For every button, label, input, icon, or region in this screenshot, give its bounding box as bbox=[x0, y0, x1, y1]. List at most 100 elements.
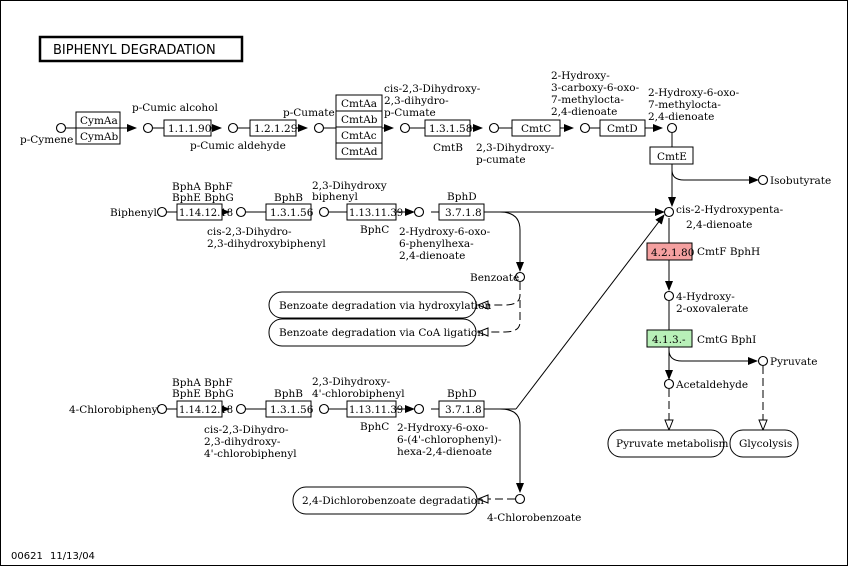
enzyme-label-4-1-3: 4.1.3.- bbox=[652, 334, 686, 346]
map-link-pyruvate-metabolism[interactable] bbox=[607, 429, 725, 458]
map-link-glycolysis[interactable] bbox=[729, 429, 799, 458]
enzyme-box-cl-1-3-1-56[interactable] bbox=[265, 400, 312, 418]
enzyme-label-cymab: CymAb bbox=[80, 131, 119, 143]
title-box bbox=[38, 35, 244, 63]
enzyme-label-cmtab: CmtAb bbox=[341, 114, 378, 126]
enzyme-label-bphc: BphC bbox=[360, 224, 389, 236]
compound-node-isobutyrate[interactable] bbox=[757, 174, 769, 186]
enzyme-box-cl-1-13-11-39[interactable] bbox=[346, 400, 397, 418]
enzyme-box-1-14-12-18[interactable] bbox=[176, 203, 223, 221]
compound-node-cl-hexa-dienoate[interactable] bbox=[413, 403, 425, 415]
compound-node-carboxy-methylocta[interactable] bbox=[579, 122, 591, 134]
compound-label-dihydro-biphenyl-line2: 2,3-dihydroxybiphenyl bbox=[207, 238, 326, 250]
enzyme-label-cmtf-bphh: CmtF BphH bbox=[697, 246, 760, 258]
enzyme-label-cmte: CmtE bbox=[657, 151, 687, 163]
enzyme-label-1-3-1-56: 1.3.1.56 bbox=[270, 207, 314, 219]
compound-node-phenylhexa-dienoate[interactable] bbox=[413, 206, 425, 218]
compound-label-carboxy-line1: 2-Hydroxy- bbox=[551, 70, 610, 82]
enzyme-box-cmtd[interactable] bbox=[599, 119, 646, 137]
enzyme-box-4-1-3[interactable] bbox=[646, 329, 693, 348]
enzyme-label-1-1-1-90: 1.1.1.90 bbox=[168, 123, 211, 135]
enzyme-box-1-13-11-39[interactable] bbox=[346, 203, 397, 221]
map-label-benzoate-hydroxylation: Benzoate degradation via hydroxylation bbox=[279, 300, 492, 312]
enzyme-label-cl-1-13-11-39: 1.13.11.39 bbox=[349, 405, 403, 416]
enzyme-label-cl-1-3-1-56: 1.3.1.56 bbox=[270, 404, 314, 416]
map-label-benzoate-coa: Benzoate degradation via CoA ligation bbox=[279, 327, 484, 339]
compound-label-cis-dihydrodiol-line2: 2,3-dihydro- bbox=[384, 95, 449, 107]
enzyme-label-bphd: BphD bbox=[447, 191, 477, 203]
lower-pathway bbox=[515, 214, 763, 430]
enzyme-label-bphb: BphB bbox=[274, 192, 303, 204]
compound-node-hydroxypenta-dienoate[interactable] bbox=[663, 206, 675, 218]
compound-node-dihydro-biphenyl[interactable] bbox=[235, 206, 247, 218]
compound-label-carboxy-line4: 2,4-dienoate bbox=[551, 106, 617, 118]
compound-node-acetaldehyde[interactable] bbox=[663, 378, 675, 390]
compound-label-acetaldehyde: Acetaldehyde bbox=[675, 379, 748, 391]
enzyme-box-1-3-1-58[interactable] bbox=[424, 119, 471, 137]
enzyme-box-3-7-1-8[interactable] bbox=[438, 203, 485, 221]
compound-label-methylocta-line2: 7-methylocta- bbox=[648, 99, 721, 111]
compound-node-benzoate[interactable] bbox=[514, 271, 526, 283]
compound-node-4-chlorobenzoate[interactable] bbox=[514, 493, 526, 505]
compound-label-cl-hexa-line1: 2-Hydroxy-6-oxo- bbox=[397, 422, 489, 434]
enzyme-box-cl-3-7-1-8[interactable] bbox=[438, 400, 485, 418]
enzyme-box-cmte[interactable] bbox=[649, 146, 694, 165]
map-label-glycolysis: Glycolysis bbox=[739, 438, 792, 450]
compound-node-p-cumic-alcohol[interactable] bbox=[142, 122, 154, 134]
enzyme-box-1-2-1-29[interactable] bbox=[249, 119, 297, 137]
compound-node-biphenyl[interactable] bbox=[156, 206, 168, 218]
compound-node-4-chlorobiphenyl[interactable] bbox=[156, 403, 168, 415]
compound-label-p-cumate: p-Cumate bbox=[283, 107, 335, 119]
compound-node-p-cumate[interactable] bbox=[313, 122, 325, 134]
compound-label-isobutyrate: Isobutyrate bbox=[770, 175, 831, 187]
compound-label-dihydroxybiphenyl-line2: biphenyl bbox=[312, 191, 358, 203]
enzyme-label-cmtac: CmtAc bbox=[341, 130, 377, 142]
compound-label-dihydroxy-p-cumate-line1: 2,3-Dihydroxy- bbox=[476, 142, 555, 154]
compound-node-pyruvate[interactable] bbox=[757, 355, 769, 367]
enzyme-genes-cl-bph-line2: BphE BphG bbox=[172, 388, 234, 400]
map-link-benzoate-hydroxylation[interactable] bbox=[268, 291, 477, 319]
compound-node-methylocta-dienoate[interactable] bbox=[666, 122, 678, 134]
compound-node-oxovalerate[interactable] bbox=[663, 290, 675, 302]
compound-label-phenylhexa-line3: 2,4-dienoate bbox=[399, 250, 465, 262]
enzyme-genes-cl-bph-line1: BphA BphF bbox=[172, 377, 233, 389]
compound-label-p-cymene: p-Cymene bbox=[20, 134, 73, 146]
enzyme-genes-bph-line1: BphA BphF bbox=[172, 181, 233, 193]
enzyme-label-1-2-1-29: 1.2.1.29 bbox=[254, 123, 297, 135]
enzyme-box-4-2-1-80[interactable] bbox=[646, 242, 693, 261]
compound-node-cis-dihydrodiol-p-cumate[interactable] bbox=[399, 122, 411, 134]
enzyme-box-cl-1-14-12-18[interactable] bbox=[176, 400, 223, 418]
compound-label-methylocta-line3: 2,4-dienoate bbox=[648, 111, 714, 123]
enzyme-label-1-14-12-18: 1.14.12.18 bbox=[179, 208, 233, 219]
enzyme-label-cl-bphc: BphC bbox=[360, 421, 389, 433]
compound-node-dihydroxy-p-cumate[interactable] bbox=[488, 122, 500, 134]
compound-label-4-chlorobiphenyl: 4-Chlorobiphenyl bbox=[69, 404, 162, 416]
compound-label-phenylhexa-line2: 6-phenylhexa- bbox=[399, 238, 474, 250]
map-label-dichlorobenzoate: 2,4-Dichlorobenzoate degradation bbox=[302, 495, 484, 507]
compound-label-cis-dihydrodiol-line3: p-Cumate bbox=[384, 107, 436, 119]
compound-node-cl-dihydroxybiphenyl[interactable] bbox=[318, 403, 330, 415]
compound-label-benzoate: Benzoate bbox=[470, 272, 519, 284]
enzyme-label-cmtc: CmtC bbox=[521, 123, 551, 135]
compound-node-p-cymene[interactable] bbox=[55, 122, 67, 134]
compound-label-dihydroxy-p-cumate-line2: p-cumate bbox=[476, 154, 526, 166]
enzyme-box-cmtad[interactable] bbox=[335, 142, 383, 160]
enzyme-box-cymab[interactable] bbox=[75, 127, 121, 145]
map-link-benzoate-coa[interactable] bbox=[268, 318, 477, 347]
compound-node-p-cumic-aldehyde[interactable] bbox=[227, 122, 239, 134]
compound-label-dihydro-biphenyl-line1: cis-2,3-Dihydro- bbox=[207, 226, 292, 238]
enzyme-genes-bph-line2: BphE BphG bbox=[172, 192, 234, 204]
compound-label-pyruvate: Pyruvate bbox=[770, 356, 817, 368]
compound-label-cl-hexa-line3: hexa-2,4-dienoate bbox=[397, 446, 492, 458]
compound-node-cl-dihydro[interactable] bbox=[235, 403, 247, 415]
compound-node-dihydroxybiphenyl[interactable] bbox=[318, 206, 330, 218]
compound-label-hydroxypenta-line1: cis-2-Hydroxypenta- bbox=[676, 204, 784, 216]
enzyme-box-cmtc[interactable] bbox=[511, 119, 561, 137]
enzyme-box-1-1-1-90[interactable] bbox=[163, 119, 212, 137]
enzyme-box-1-3-1-56[interactable] bbox=[265, 203, 312, 221]
compound-label-oxovalerate-line1: 4-Hydroxy- bbox=[676, 291, 735, 303]
map-link-dichlorobenzoate[interactable] bbox=[292, 486, 478, 515]
enzyme-label-4-2-1-80: 4.2.1.80 bbox=[651, 247, 694, 259]
compound-label-cl-hexa-line2: 6-(4'-chlorophenyl)- bbox=[397, 434, 502, 446]
